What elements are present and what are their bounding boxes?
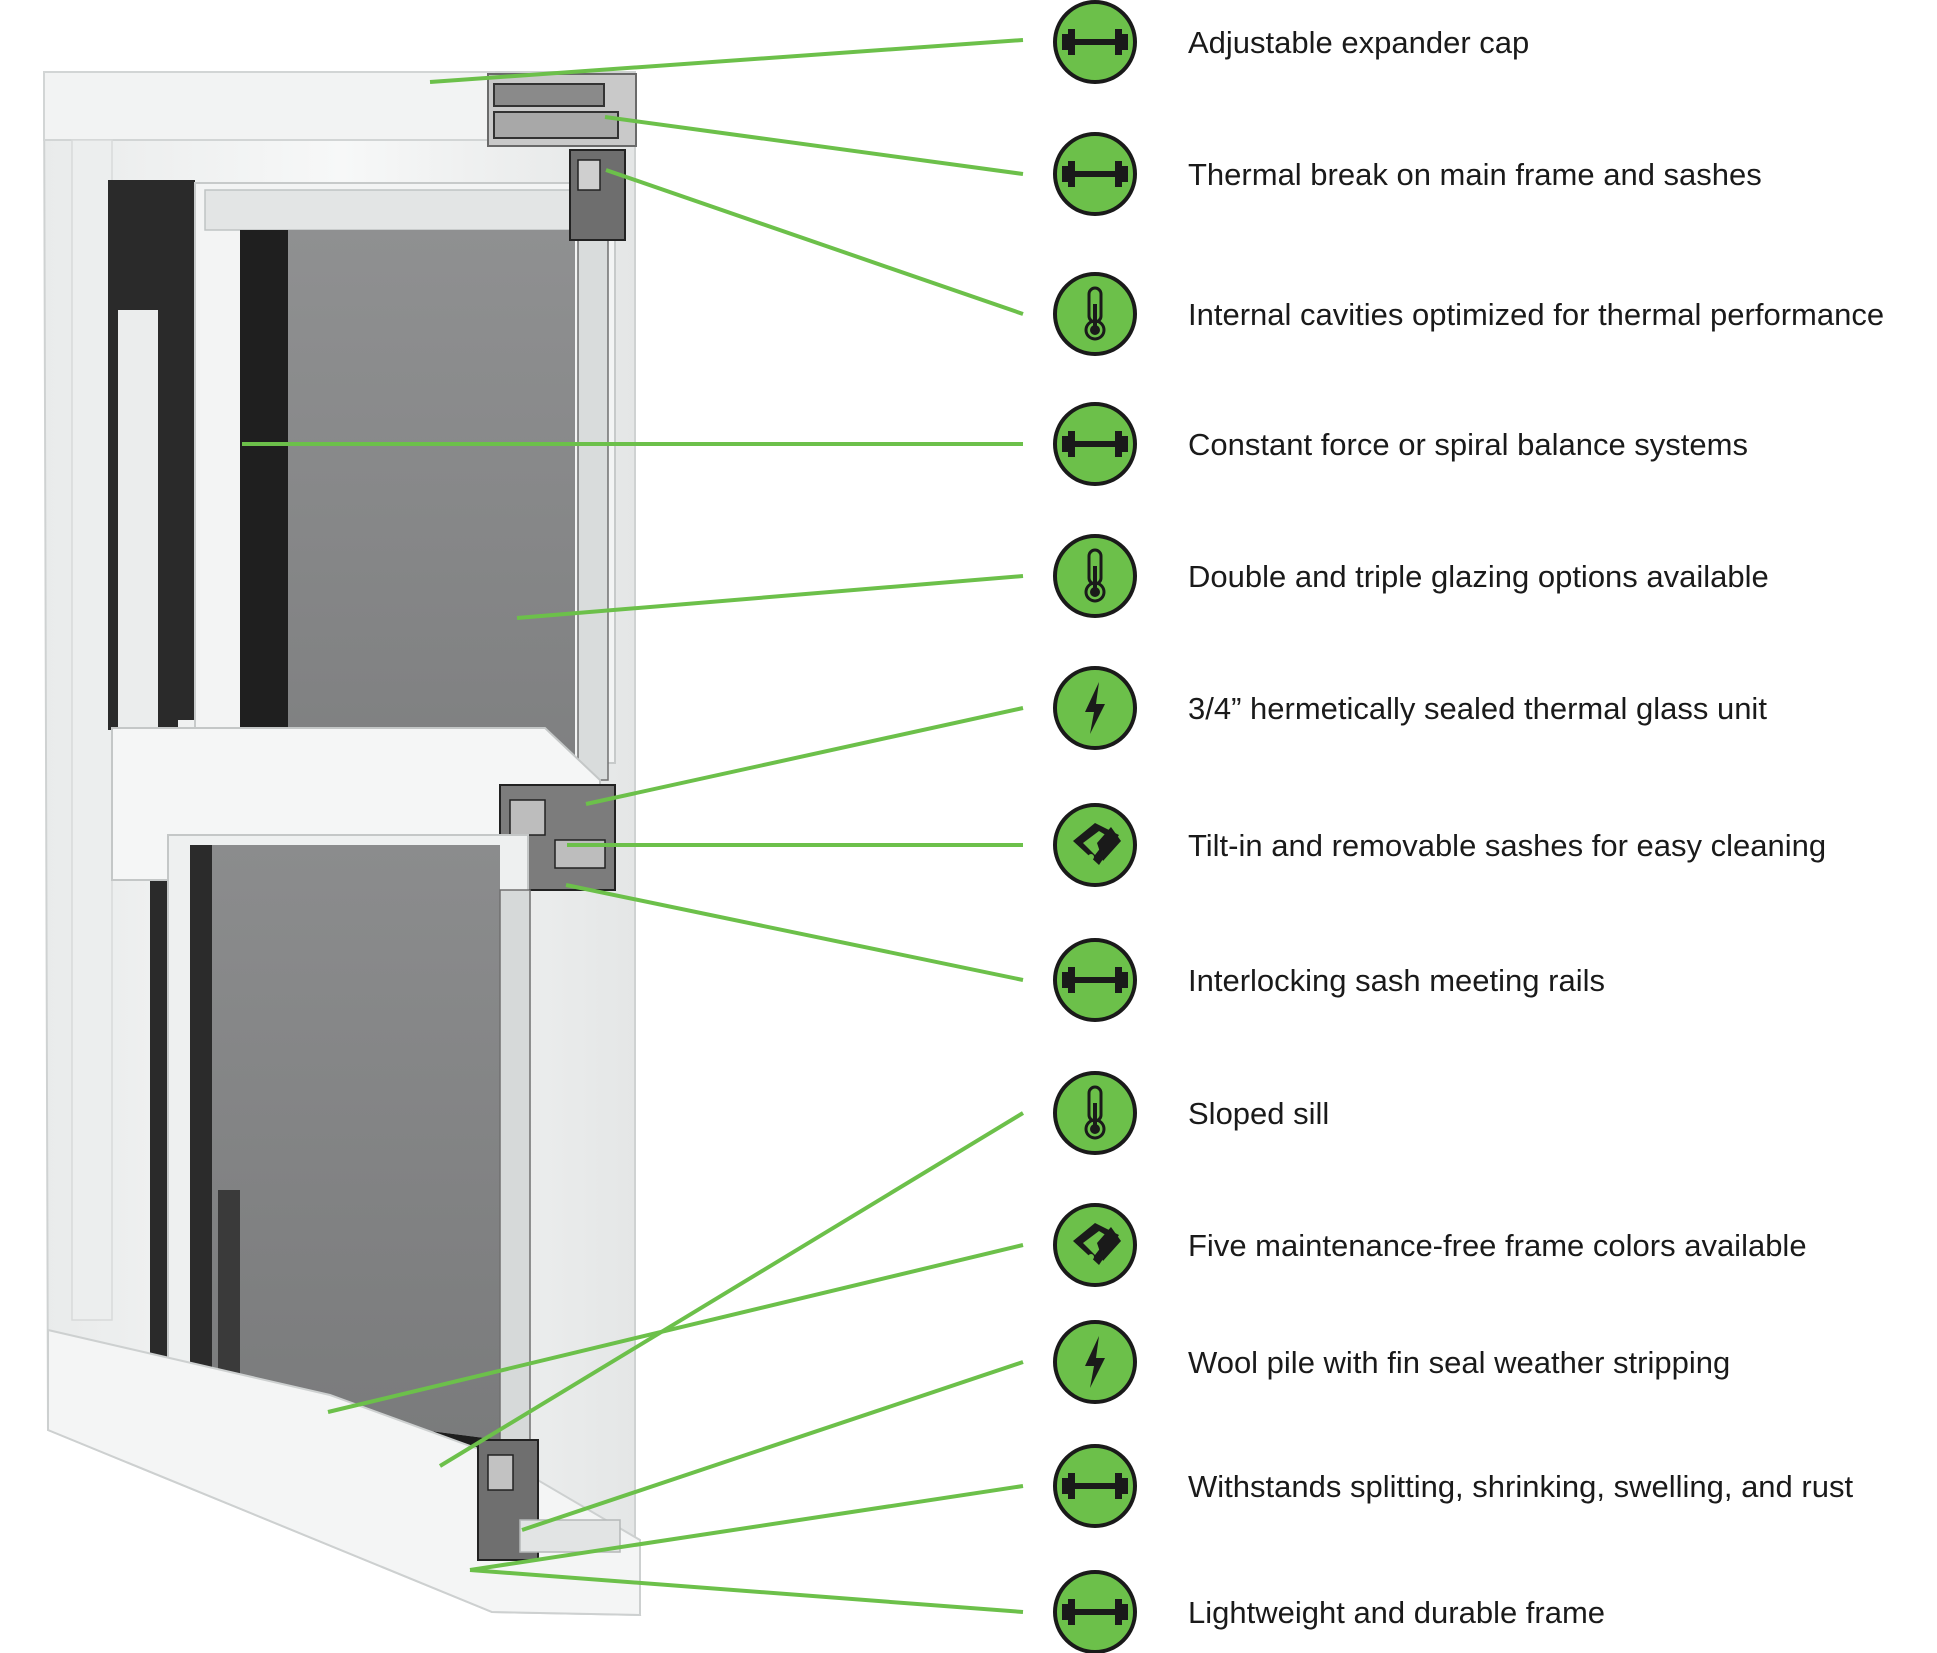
feature-row: Tilt-in and removable sashes for easy cl… <box>1053 803 1826 887</box>
head-profile-cavity <box>493 83 605 107</box>
lower-glass <box>190 845 500 1440</box>
meeting-rail-cavity <box>509 799 546 836</box>
callout-line-3 <box>605 168 1024 316</box>
feature-label: Constant force or spiral balance systems <box>1188 427 1748 462</box>
feature-label: 3/4” hermetically sealed thermal glass u… <box>1188 691 1767 726</box>
window-illustration <box>42 71 642 1617</box>
feature-row: Double and triple glazing options availa… <box>1053 534 1769 618</box>
feature-row: Sloped sill <box>1053 1071 1329 1155</box>
thermometer-icon <box>1053 272 1137 356</box>
dumbbell-icon <box>1053 132 1137 216</box>
lower-glass-spacer <box>190 845 212 1405</box>
feature-label: Sloped sill <box>1188 1096 1329 1131</box>
callout-line-10 <box>327 1243 1024 1414</box>
feature-row: Adjustable expander cap <box>1053 0 1529 84</box>
feature-label: Lightweight and durable frame <box>1188 1595 1605 1630</box>
dumbbell-icon <box>1053 0 1137 84</box>
callout-line-12 <box>469 1484 1024 1572</box>
callout-line-9 <box>438 1111 1025 1468</box>
feature-row: Lightweight and durable frame <box>1053 1570 1605 1653</box>
callout-line-2 <box>604 115 1024 176</box>
feature-row: Internal cavities optimized for thermal … <box>1053 272 1884 356</box>
feature-row: Interlocking sash meeting rails <box>1053 938 1605 1022</box>
left-jamb <box>71 139 113 1321</box>
callout-line-13 <box>469 1568 1024 1614</box>
feature-row: Five maintenance-free frame colors avail… <box>1053 1203 1807 1287</box>
callout-line-5 <box>516 574 1024 620</box>
swatch-icon <box>1053 803 1137 887</box>
thermometer-icon <box>1053 1071 1137 1155</box>
callout-lines <box>242 38 1025 1614</box>
dumbbell-icon <box>1053 1570 1137 1653</box>
sill-profile-cavity <box>487 1454 514 1491</box>
feature-label: Five maintenance-free frame colors avail… <box>1188 1228 1807 1263</box>
dumbbell-icon <box>1053 402 1137 486</box>
jamb-liner <box>118 310 158 730</box>
swatch-icon <box>1053 1203 1137 1287</box>
feature-label: Thermal break on main frame and sashes <box>1188 157 1762 192</box>
feature-label: Tilt-in and removable sashes for easy cl… <box>1188 828 1826 863</box>
feature-row: Withstands splitting, shrinking, swellin… <box>1053 1444 1853 1528</box>
callout-line-6 <box>585 706 1024 806</box>
feature-label: Wool pile with fin seal weather strippin… <box>1188 1345 1730 1380</box>
feature-row: 3/4” hermetically sealed thermal glass u… <box>1053 666 1767 750</box>
feature-row: Thermal break on main frame and sashes <box>1053 132 1762 216</box>
balance-spiral <box>218 1190 240 1400</box>
feature-label: Withstands splitting, shrinking, swellin… <box>1188 1469 1853 1504</box>
thermometer-icon <box>1053 534 1137 618</box>
dumbbell-icon <box>1053 1444 1137 1528</box>
feature-row: Wool pile with fin seal weather strippin… <box>1053 1320 1730 1404</box>
upper-sash-top-rail <box>204 189 581 231</box>
feature-label: Internal cavities optimized for thermal … <box>1188 297 1884 332</box>
head-jamb <box>43 71 495 141</box>
feature-label: Adjustable expander cap <box>1188 25 1529 60</box>
callout-line-8 <box>565 883 1024 982</box>
callout-line-11 <box>521 1360 1024 1532</box>
feature-row: Constant force or spiral balance systems <box>1053 402 1748 486</box>
lightning-icon <box>1053 1320 1137 1404</box>
feature-label: Interlocking sash meeting rails <box>1188 963 1605 998</box>
callout-line-1 <box>429 38 1024 84</box>
dumbbell-icon <box>1053 938 1137 1022</box>
upper-glass-spacer <box>240 230 288 760</box>
head-profile-cavity-2 <box>493 111 619 139</box>
upper-glass <box>240 230 575 760</box>
feature-label: Double and triple glazing options availa… <box>1188 559 1769 594</box>
upper-sash-profile-cavity <box>577 159 601 191</box>
upper-glass-edge <box>577 219 609 781</box>
lightning-icon <box>1053 666 1137 750</box>
